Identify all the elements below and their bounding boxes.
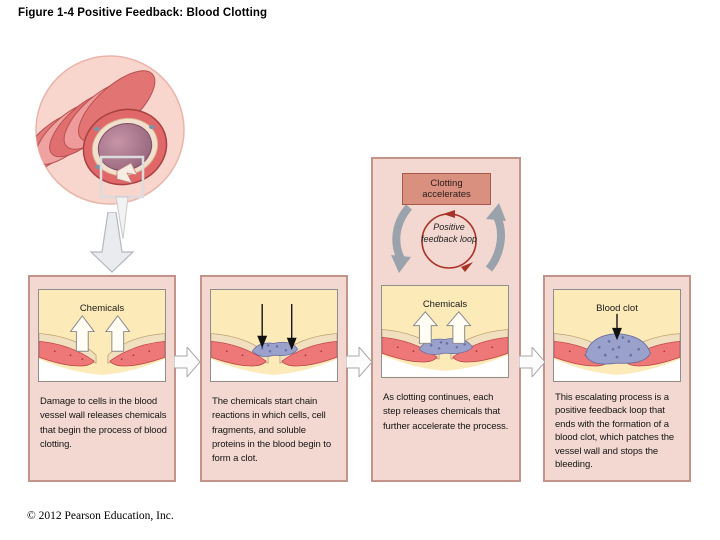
panel-4-caption: This escalating process is a positive fe…: [555, 392, 675, 471]
feedback-loop-circle-icon: [421, 210, 477, 272]
panel-3-caption: As clotting continues, each step release…: [383, 392, 509, 432]
panel-step-1: Chemicals Damage to cells in the blood v…: [28, 275, 176, 482]
panel-2-caption: The chemicals start chain reactions in w…: [212, 396, 332, 464]
callout-pointer-icon: [115, 196, 129, 240]
vessel-tube-graphic: [36, 70, 168, 186]
panel-step-3: Clotting accelerates Positive feedback l…: [371, 157, 521, 482]
chemical-down-arrow-icon: [257, 304, 297, 351]
chemical-up-arrow-icon: [412, 311, 472, 344]
flow-arrow-down-icon: [89, 212, 135, 273]
blood-clot-label: Blood clot: [596, 303, 638, 314]
vessel-tear-graphic: [116, 162, 138, 184]
clot-pointer-arrow-icon: [612, 313, 622, 341]
small-clot-graphic: [251, 341, 299, 357]
flow-arrow-right-icon: [174, 347, 200, 377]
panel-step-4: Blood clot: [543, 275, 691, 482]
flow-arrow-right-icon: [346, 347, 372, 377]
curved-arrow-right-icon: [485, 203, 506, 272]
vessel-wall-right-graphic: [107, 333, 165, 367]
flow-arrow-right-icon: [519, 347, 545, 377]
panel-1-caption: Damage to cells in the blood vessel wall…: [40, 396, 167, 450]
clot-growing-graphic: [382, 311, 508, 377]
figure-title: Figure 1-4 Positive Feedback: Blood Clot…: [18, 7, 268, 19]
vessel-wall-left-graphic: [39, 333, 97, 367]
panel-4-artbox: Blood clot: [553, 289, 681, 382]
clot-forming-graphic: [211, 304, 337, 381]
panel-3-artbox: Chemicals: [381, 285, 509, 378]
copyright-text: © 2012 Pearson Education, Inc.: [27, 510, 174, 522]
positive-feedback-loop-graphic: [391, 203, 506, 273]
large-clot-graphic: [585, 333, 651, 365]
panel-2-artbox: [210, 289, 338, 382]
damaged-vessel-graphic: [39, 314, 165, 381]
clotting-accelerates-box: Clotting accelerates: [402, 173, 491, 205]
chemicals-label: Chemicals: [79, 303, 125, 314]
positive-feedback-loop-label: Positive feedback loop: [420, 222, 478, 245]
clotting-accelerates-label: Clotting accelerates: [422, 178, 471, 200]
chemicals-label: Chemicals: [422, 299, 468, 310]
chemical-up-arrow-icon: [69, 314, 131, 352]
panel-step-2: The chemicals start chain reactions in w…: [200, 275, 348, 482]
blood-vessel-illustration: [35, 55, 185, 240]
blood-clot-graphic: [554, 313, 680, 381]
panel-1-artbox: Chemicals: [38, 289, 166, 382]
curved-arrow-left-icon: [391, 204, 413, 273]
